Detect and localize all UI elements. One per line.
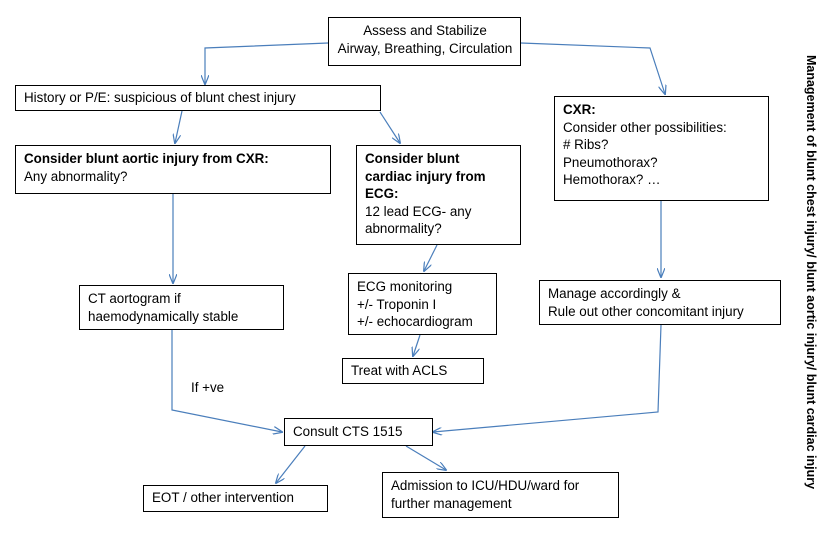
eot-box: EOT / other intervention <box>143 485 328 512</box>
arrow-ecg-to-acls <box>413 334 421 356</box>
ecg-line-2: +/- Troponin I <box>357 296 437 312</box>
history-text: History or P/E: suspicious of blunt ches… <box>24 90 296 105</box>
cxr-heading: CXR: <box>563 102 596 117</box>
consult-text: Consult CTS 1515 <box>293 424 403 439</box>
arrow-assess-to-history <box>205 42 329 84</box>
aortic-injury-box: Consider blunt aortic injury from CXR: A… <box>15 145 331 194</box>
arrow-history-to-cardiac <box>379 111 400 143</box>
aortic-question: Any abnormality? <box>24 168 128 184</box>
arrow-assess-to-cxr <box>520 42 665 94</box>
arrow-consult-to-eot <box>276 445 306 483</box>
admit-line-1: Admission to ICU/HDU/ward for <box>391 478 580 493</box>
cardiac-heading-3: ECG: <box>365 186 399 201</box>
eot-text: EOT / other intervention <box>152 490 294 505</box>
consult-cts-box: Consult CTS 1515 <box>284 418 433 446</box>
arrow-cardiac-to-ecg <box>424 244 438 271</box>
cxr-box: CXR: Consider other possibilities: # Rib… <box>554 96 769 201</box>
admission-box: Admission to ICU/HDU/ward for further ma… <box>382 472 619 518</box>
ct-line-1: CT aortogram if <box>88 291 181 306</box>
manage-line-2: Rule out other concomitant injury <box>548 303 744 319</box>
cxr-line-1: Consider other possibilities: <box>563 119 727 135</box>
acls-text: Treat with ACLS <box>351 363 448 378</box>
cardiac-heading-2: cardiac injury from <box>365 168 486 184</box>
arrow-ct-to-consult <box>171 330 282 432</box>
assess-line-2: Airway, Breathing, Circulation <box>337 40 513 56</box>
ct-aortogram-box: CT aortogram if haemodynamically stable <box>79 285 284 330</box>
cardiac-question-1: 12 lead ECG- any <box>365 203 472 219</box>
ecg-line-1: ECG monitoring <box>357 279 453 294</box>
arrow-consult-to-admit <box>405 445 446 470</box>
cardiac-question-2: abnormality? <box>365 221 442 236</box>
manage-line-1: Manage accordingly & <box>548 286 681 301</box>
edge-label-positive: If +ve <box>191 380 225 395</box>
assess-stabilize-box: Assess and Stabilize Airway, Breathing, … <box>328 17 521 66</box>
assess-line-1: Assess and Stabilize <box>363 23 487 38</box>
ct-line-2: haemodynamically stable <box>88 308 239 324</box>
history-box: History or P/E: suspicious of blunt ches… <box>15 85 381 111</box>
admit-line-2: further management <box>391 495 512 511</box>
cardiac-injury-box: Consider blunt cardiac injury from ECG: … <box>356 145 521 245</box>
aortic-heading: Consider blunt aortic injury from CXR: <box>24 151 269 166</box>
ecg-line-3: +/- echocardiogram <box>357 314 473 329</box>
side-title-text: Management of blunt chest injury/ blunt … <box>804 54 818 490</box>
cxr-line-3: Pneumothorax? <box>563 154 658 170</box>
arrow-manage-to-consult <box>433 324 662 432</box>
cardiac-heading-1: Consider blunt <box>365 151 460 166</box>
ecg-monitoring-box: ECG monitoring +/- Troponin I +/- echoca… <box>348 273 497 335</box>
manage-accordingly-box: Manage accordingly & Rule out other conc… <box>539 280 781 325</box>
arrow-history-to-aortic <box>175 110 183 143</box>
cxr-line-4: Hemothorax? … <box>563 172 661 187</box>
acls-box: Treat with ACLS <box>342 358 484 384</box>
cxr-line-2: # Ribs? <box>563 137 609 152</box>
